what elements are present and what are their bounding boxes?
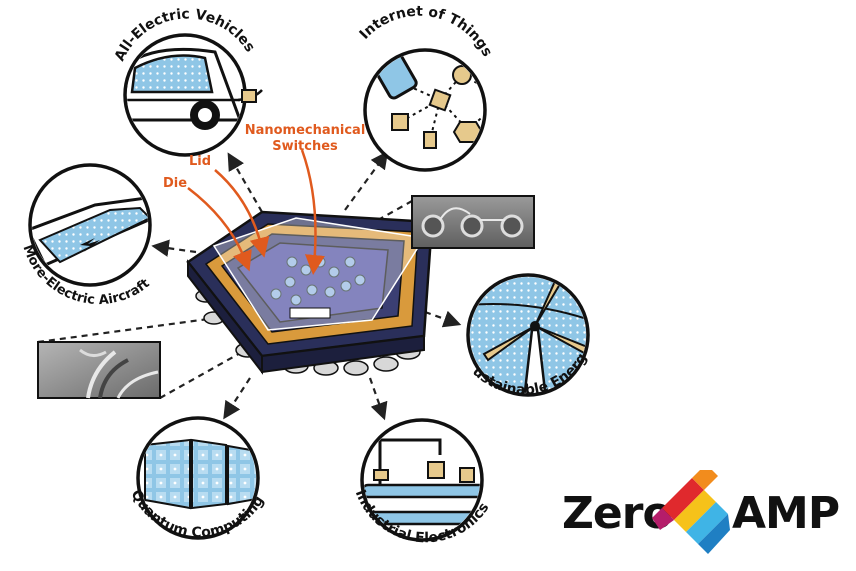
callout-die: Die bbox=[163, 176, 187, 191]
callout-lid: Lid bbox=[189, 154, 211, 169]
sem-inset-left bbox=[37, 341, 161, 399]
aircraft-illustration: More-Electric Aircraft bbox=[19, 163, 153, 308]
arrow-to-quantum bbox=[223, 377, 251, 420]
quantum-illustration: Quantum Computing bbox=[127, 416, 268, 541]
iot-illustration: Internet of Things bbox=[357, 4, 495, 172]
arrow-to-aircraft bbox=[151, 239, 197, 257]
callout-switches-line1: Nanomechanical bbox=[245, 123, 366, 138]
arrow-to-iot bbox=[344, 150, 389, 211]
logo-mark-icon bbox=[652, 470, 730, 554]
industrial-illustration: Industrial Electronics bbox=[352, 418, 492, 546]
arrow-to-ev bbox=[227, 152, 263, 213]
arrow-to-industrial bbox=[368, 377, 388, 421]
arrow-to-energy bbox=[424, 310, 462, 328]
callouts: Nanomechanical Switches Lid Die bbox=[163, 123, 366, 275]
zeroamp-logo: Zero AMP bbox=[560, 470, 850, 560]
sem-inset-top bbox=[411, 195, 535, 249]
nanomechanical-switches bbox=[270, 256, 366, 306]
logo-word-amp: AMP bbox=[732, 488, 840, 539]
ev-illustration: All-Electric Vehicles bbox=[112, 6, 263, 157]
chip-package bbox=[186, 210, 434, 376]
logo-word-zero: Zero bbox=[562, 488, 673, 539]
callout-switches-line2: Switches bbox=[272, 139, 338, 154]
